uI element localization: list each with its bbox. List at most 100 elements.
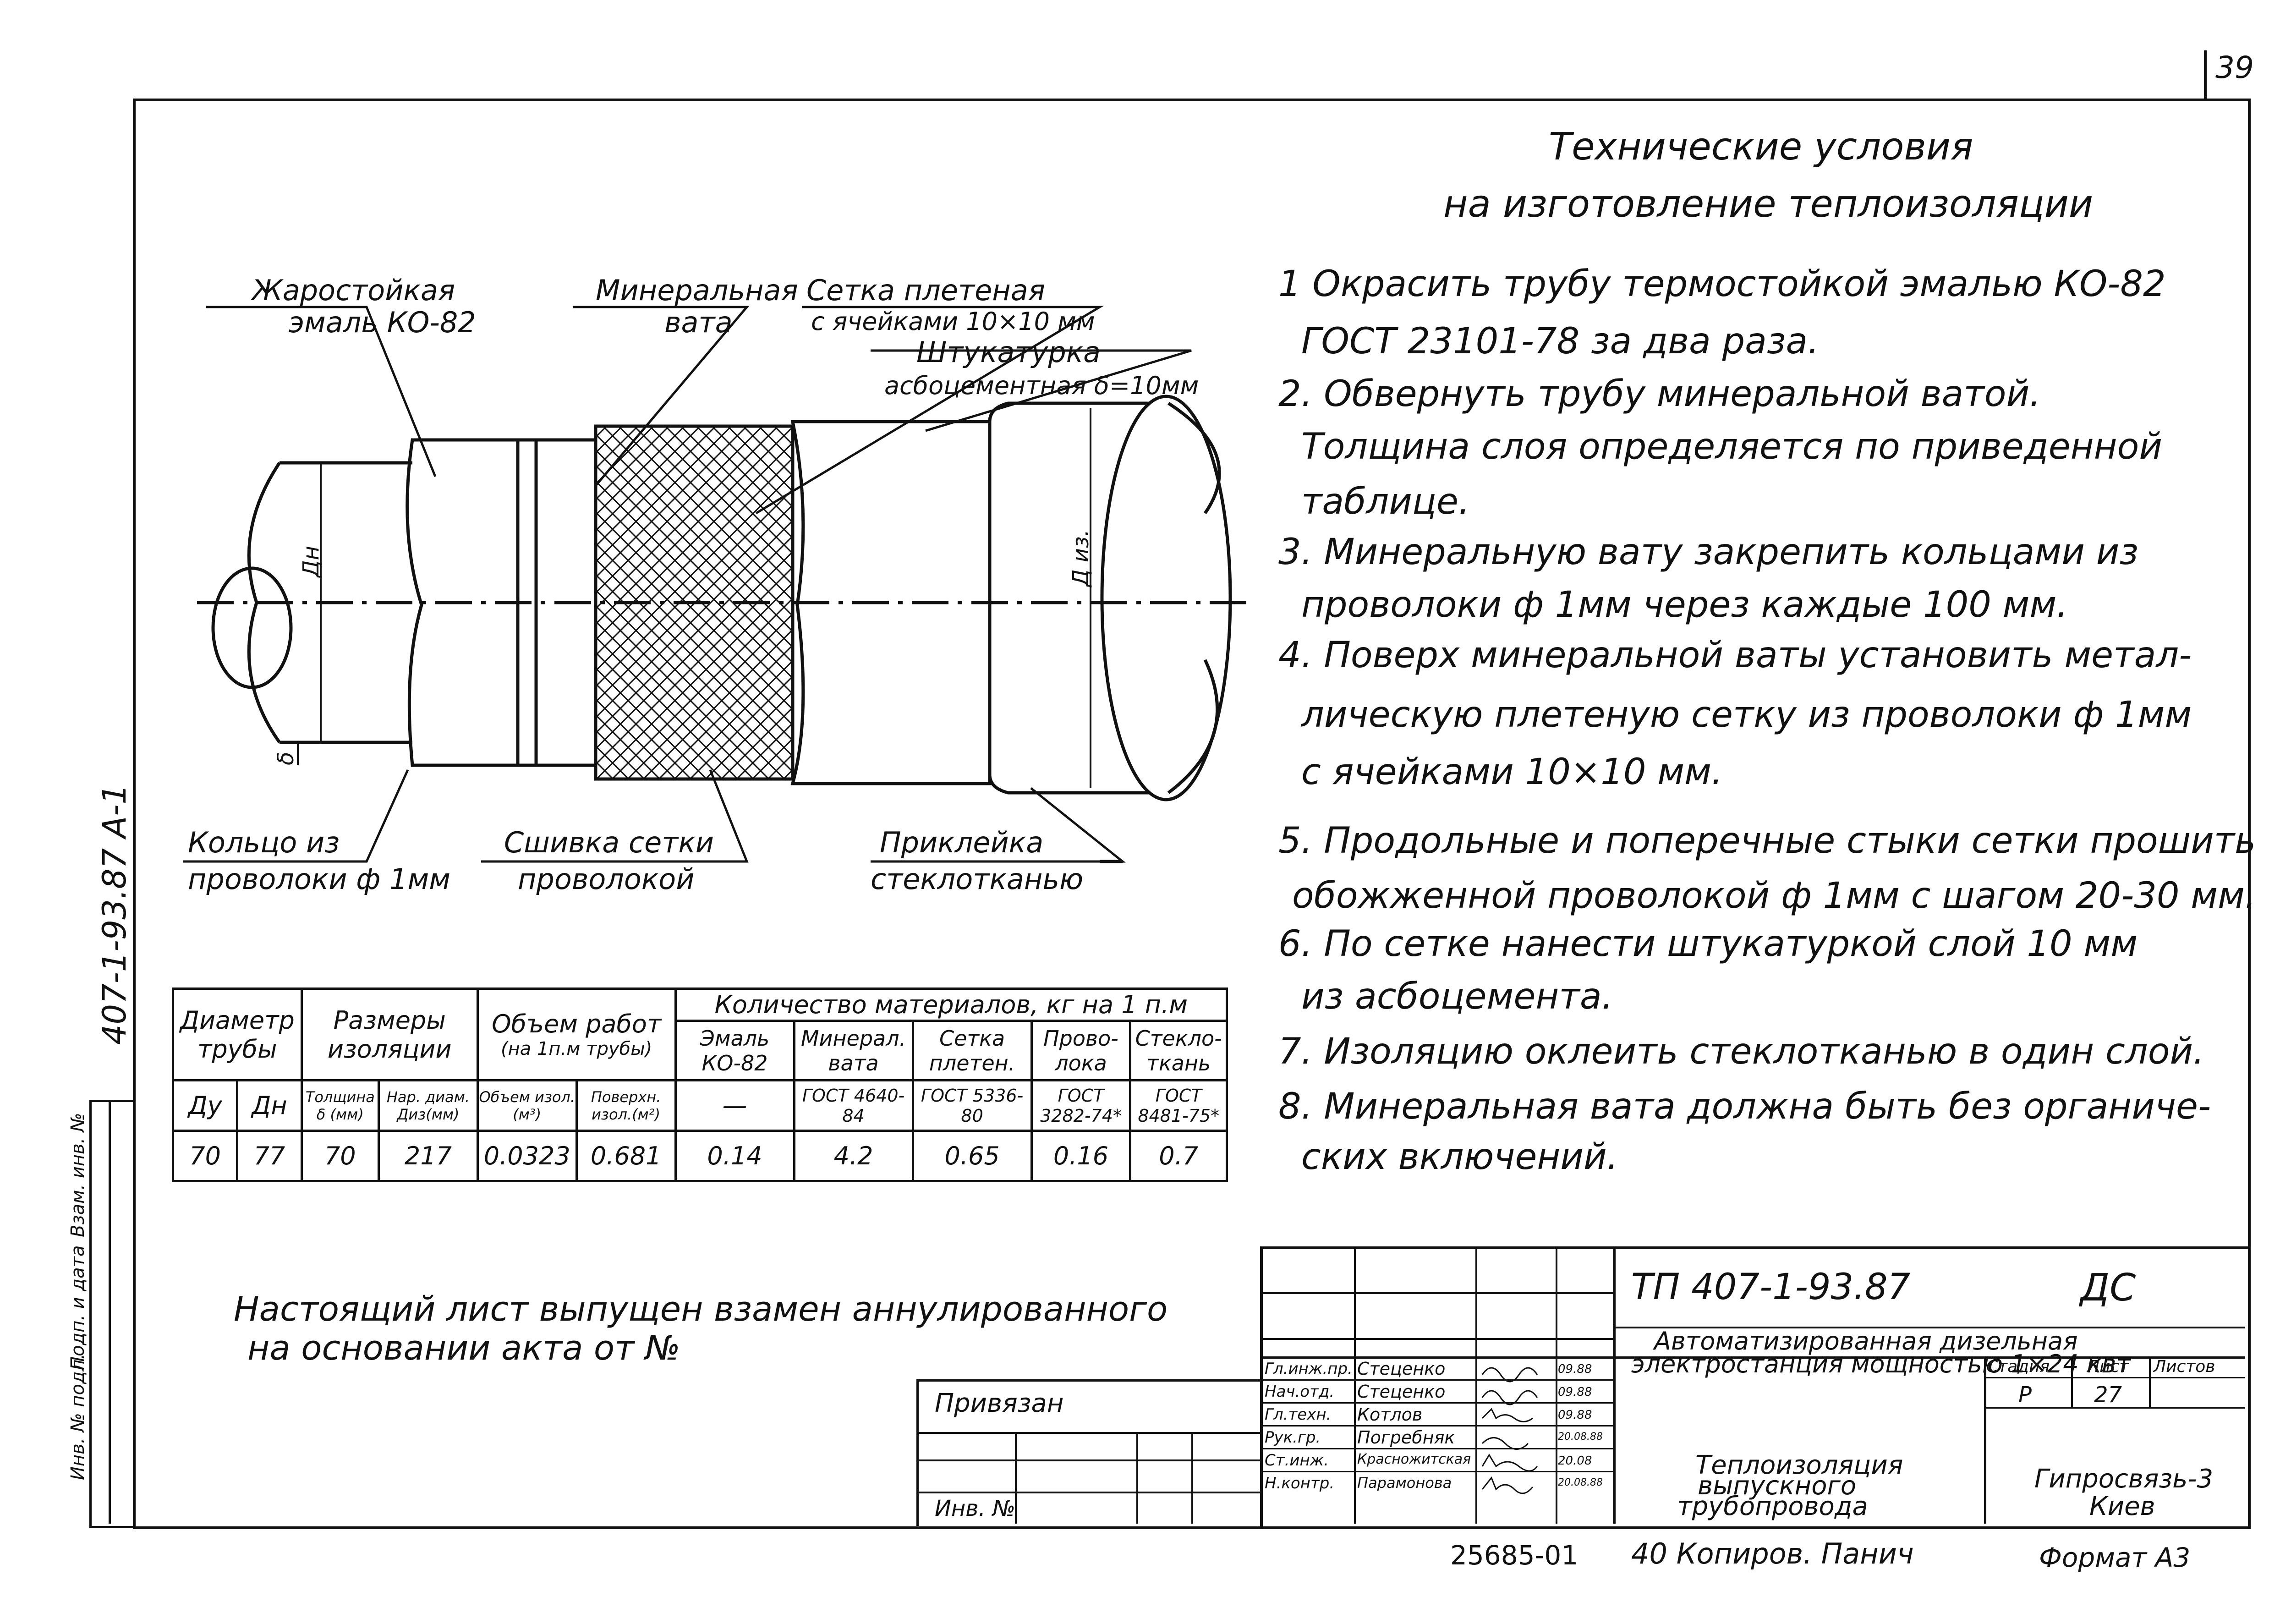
stamp-code: ТП 407-1-93.87: [1631, 1267, 1911, 1308]
spec-line-8: 4. Поверх минеральной ваты установить ме…: [1278, 635, 2192, 676]
cell-outer-diam: 217: [378, 1130, 479, 1182]
label-ring-1: Кольцо из: [188, 826, 340, 859]
stamp-date-6: 20.08.88: [1558, 1477, 1603, 1488]
th-wire-std: ГОСТ 3282-74*: [1030, 1079, 1132, 1132]
strip-inv-podl: Инв. № подл.: [67, 1354, 88, 1480]
label-stitch-1: Сшивка сетки: [504, 826, 714, 859]
strip-podp-data: Подп. и дата: [67, 1245, 88, 1370]
spec-line-2: ГОСТ 23101-78 за два раза.: [1301, 321, 1820, 362]
reg-number: 25685-01: [1450, 1540, 1578, 1571]
stamp-date-1: 09.88: [1558, 1362, 1592, 1376]
stamp-block: [1260, 1246, 2248, 1526]
label-mesh-2: с ячейками 10×10 мм: [811, 307, 1095, 336]
stamp-role-6: Н.контр.: [1265, 1474, 1335, 1492]
label-enamel-1: Жаростойкая: [250, 274, 455, 307]
privyazan-block: [916, 1379, 1262, 1526]
spec-line-5: таблице.: [1301, 481, 1470, 522]
stamp-name-1: Стеценко: [1357, 1359, 1446, 1379]
sheet-frame: [133, 99, 2251, 1529]
cell-wool: 4.2: [793, 1130, 914, 1182]
stage-h-sheets: Листов: [2154, 1357, 2215, 1376]
stamp-name-2: Стеценко: [1357, 1382, 1446, 1402]
spec-line-3: 2. Обвернуть трубу минеральной ватой.: [1278, 373, 2041, 415]
stamp-sheet-title-1: Теплоизоляция: [1695, 1450, 1903, 1480]
th-mesh-std: ГОСТ 5336-80: [911, 1079, 1033, 1132]
cell-thickness: 70: [300, 1130, 380, 1182]
strip-vzam-inv: Взам. инв. №: [67, 1113, 88, 1237]
label-wool-1: Минеральная: [596, 274, 798, 307]
label-stitch-2: проволокой: [518, 862, 695, 896]
spec-line-1: 1 Окрасить трубу термостойкой эмалью КО-…: [1278, 263, 2166, 305]
spec-line-15: 7. Изоляцию оклеить стеклотканью в один …: [1278, 1031, 2204, 1072]
sheet-number: 39: [2215, 50, 2254, 85]
stamp-org-1: Гипросвязь-3: [2034, 1464, 2214, 1494]
pipe-drawing: Жаростойкая эмаль КО-82 Минеральная вата…: [183, 274, 1246, 896]
inv-label: Инв. №: [935, 1496, 1016, 1521]
stamp-name-5: Красножитская: [1357, 1451, 1471, 1467]
left-strip: [89, 1100, 135, 1528]
label-glue-2: стеклотканью: [871, 862, 1083, 896]
cell-dn: 77: [236, 1130, 303, 1182]
stage-v-sheet: 27: [2094, 1382, 2122, 1408]
stamp-sheet-title-2: выпускного: [1698, 1471, 1857, 1501]
left-strip-col: [109, 1100, 111, 1524]
th-glass-std: ГОСТ 8481-75*: [1129, 1079, 1228, 1132]
th-dn: Дн: [236, 1079, 303, 1132]
stamp-date-2: 09.88: [1558, 1385, 1592, 1399]
th-mat-wire: Прово-локa: [1030, 1020, 1132, 1081]
th-outer-diam: Нар. диам. Диз(мм): [378, 1079, 479, 1132]
spec-line-7: проволоки ф 1мм через каждые 100 мм.: [1301, 584, 2068, 625]
stamp-name-6: Парамонова: [1357, 1474, 1452, 1492]
stamp-project-1: Автоматизированная дизельная: [1654, 1327, 2078, 1355]
stage-h-sheet: Лист: [2087, 1357, 2129, 1376]
pipe-body: [280, 461, 412, 744]
th-ins-surface: Поверхн. изол.(м²): [575, 1079, 677, 1132]
th-du: Ду: [171, 1079, 239, 1132]
stage-v-stage: Р: [2018, 1382, 2032, 1408]
stamp-doc: ДС: [2080, 1266, 2136, 1310]
stamp-sheet-title-3: трубопровода: [1677, 1492, 1868, 1521]
spec-line-12: обожженной проволокой ф 1мм с шагом 20-3…: [1292, 875, 2256, 916]
stamp-date-3: 09.88: [1558, 1408, 1592, 1422]
stamp-role-2: Нач.отд.: [1265, 1383, 1335, 1401]
stamp-role-5: Ст.инж.: [1265, 1451, 1329, 1470]
stamp-date-5: 20.08: [1558, 1454, 1592, 1468]
cell-mesh: 0.65: [911, 1130, 1033, 1182]
stamp-org-2: Киев: [2089, 1492, 2155, 1521]
th-wool-std: ГОСТ 4640-84: [793, 1079, 914, 1132]
stamp-name-4: Погребняк: [1357, 1427, 1455, 1448]
cell-wire: 0.16: [1030, 1130, 1132, 1182]
pipe-bore: [211, 566, 293, 689]
label-enamel-2: эмаль КО-82: [289, 306, 476, 339]
title-line1: Технические условия: [1549, 125, 1973, 169]
th-ins-volume: Объем изол.(м³): [476, 1079, 578, 1132]
label-wool-2: вата: [664, 306, 733, 339]
label-delta: δ: [273, 752, 299, 765]
th-thickness: Толщина δ (мм): [300, 1079, 380, 1132]
spec-line-11: 5. Продольные и поперечные стыки сетки п…: [1278, 820, 2256, 861]
label-diz: Д из.: [1068, 529, 1094, 587]
format-label: Формат А3: [2039, 1542, 2191, 1573]
sheet-number-box: [2204, 50, 2207, 101]
note-line-2: на основании акта от №: [247, 1328, 680, 1368]
spec-line-9: лическую плетеную сетку из проволоки ф 1…: [1301, 694, 2192, 735]
th-mat-mesh: Сетка плетен.: [911, 1020, 1033, 1081]
stamp-role-3: Гл.техн.: [1265, 1405, 1332, 1424]
label-ring-2: проволоки ф 1мм: [188, 862, 450, 896]
label-mesh-1: Сетка плетеная: [806, 274, 1045, 307]
stamp-date-4: 20.08.88: [1558, 1431, 1603, 1443]
spec-line-14: из асбоцемента.: [1301, 976, 1613, 1017]
side-code: 407-1-93.87 A-1: [96, 784, 133, 1045]
signatures: [1481, 1367, 1538, 1494]
cell-glass: 0.7: [1129, 1130, 1228, 1182]
stamp-name-3: Котлов: [1357, 1405, 1423, 1425]
th-mat-enamel: Эмаль КО-82: [674, 1020, 795, 1081]
cell-du: 70: [171, 1130, 239, 1182]
spec-line-16: 8. Минеральная вата должна быть без орга…: [1278, 1086, 2211, 1127]
th-mat-wool: Минерал. вата: [793, 1020, 914, 1081]
wool-layer: [406, 438, 597, 767]
